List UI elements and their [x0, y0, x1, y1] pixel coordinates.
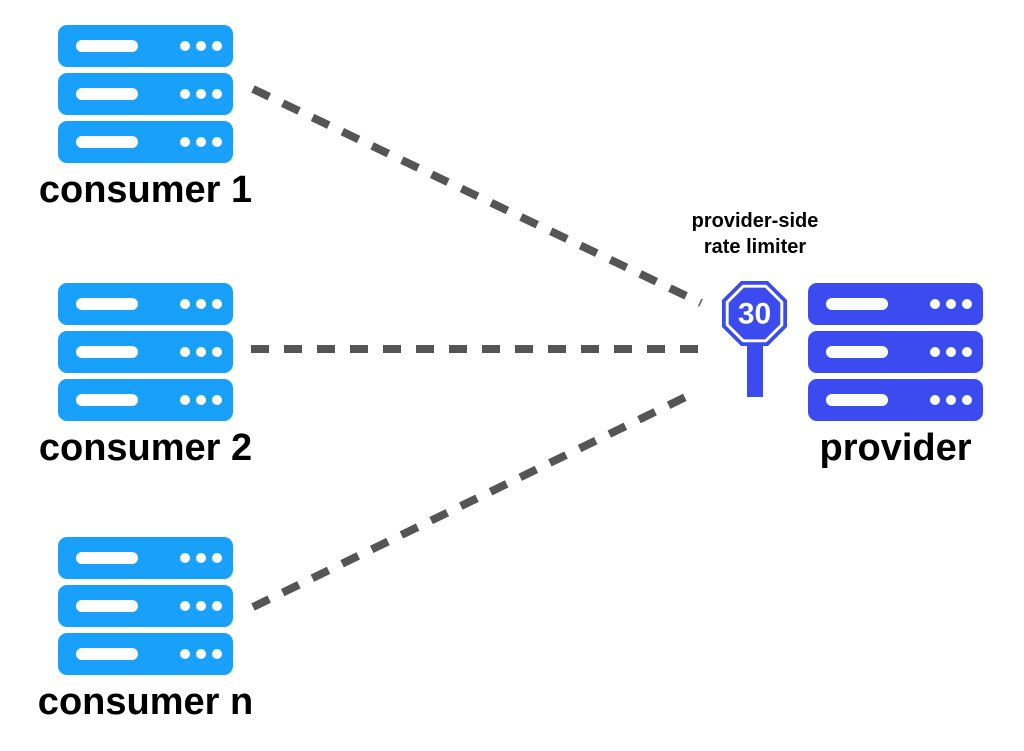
- server-row: [808, 379, 983, 421]
- server-leds-icon: [180, 395, 222, 405]
- server-row: [58, 121, 233, 163]
- sign-limit-value: 30: [738, 298, 771, 331]
- server-leds-icon: [930, 395, 972, 405]
- server-slot-icon: [76, 40, 138, 52]
- server-stack-icon: [58, 25, 233, 163]
- connector-consumern-to-limiter: [251, 387, 700, 611]
- connector-consumer1-to-limiter: [251, 85, 703, 307]
- server-row: [808, 283, 983, 325]
- server-row: [58, 25, 233, 67]
- server-row: [58, 633, 233, 675]
- server-row: [808, 331, 983, 373]
- server-stack-icon: [808, 283, 983, 421]
- rate-limiter-caption: provider-side rate limiter: [692, 208, 819, 260]
- server-leds-icon: [180, 601, 222, 611]
- server-leds-icon: [180, 347, 222, 357]
- server-leds-icon: [930, 299, 972, 309]
- server-row: [58, 331, 233, 373]
- server-slot-icon: [76, 136, 138, 148]
- speed-limit-sign-icon: 30: [722, 281, 787, 346]
- server-slot-icon: [76, 346, 138, 358]
- server-stack-icon: [58, 537, 233, 675]
- server-row: [58, 585, 233, 627]
- server-leds-icon: [180, 553, 222, 563]
- server-row: [58, 73, 233, 115]
- consumer-2-label: consumer 2: [38, 427, 253, 469]
- node-consumer-2: consumer 2: [39, 283, 252, 468]
- server-slot-icon: [76, 648, 138, 660]
- sign-pole: [747, 344, 763, 397]
- server-leds-icon: [930, 347, 972, 357]
- node-consumer-n: consumer n: [38, 537, 253, 722]
- sign-octagon: [722, 281, 787, 346]
- server-slot-icon: [826, 298, 888, 310]
- server-slot-icon: [76, 552, 138, 564]
- server-leds-icon: [180, 299, 222, 309]
- sign-inner-ring: [725, 284, 784, 343]
- server-row: [58, 537, 233, 579]
- server-leds-icon: [180, 137, 222, 147]
- server-slot-icon: [76, 394, 138, 406]
- rate-limiter-caption-line1: provider-side: [691, 210, 819, 232]
- rate-limiter-caption-line2: rate limiter: [703, 236, 807, 258]
- server-row: [58, 379, 233, 421]
- server-leds-icon: [180, 41, 222, 51]
- node-consumer-1: consumer 1: [39, 25, 252, 210]
- server-slot-icon: [76, 88, 138, 100]
- server-leds-icon: [180, 89, 222, 99]
- server-slot-icon: [76, 600, 138, 612]
- server-slot-icon: [826, 346, 888, 358]
- node-provider: provider: [808, 283, 983, 468]
- consumer-1-label: consumer 1: [38, 169, 253, 211]
- provider-label: provider: [819, 427, 972, 469]
- server-stack-icon: [58, 283, 233, 421]
- server-row: [58, 283, 233, 325]
- consumer-n-label: consumer n: [37, 681, 254, 723]
- server-slot-icon: [826, 394, 888, 406]
- server-leds-icon: [180, 649, 222, 659]
- server-slot-icon: [76, 298, 138, 310]
